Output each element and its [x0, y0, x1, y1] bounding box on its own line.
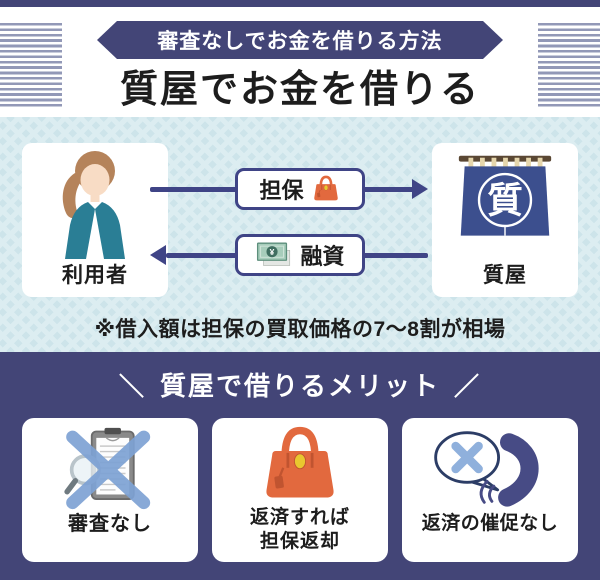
yen-symbol: ¥ — [270, 247, 275, 257]
heading-decor-right: ／ — [454, 372, 482, 401]
market-rate-note: ※借入額は担保の買取価格の7〜8割が相場 — [94, 318, 506, 341]
merits-heading-text: 質屋で借りるメリット — [159, 371, 440, 401]
merit-card-no-screening: 審査なし — [22, 418, 198, 562]
merits-heading: ＼ 質屋で借りるメリット ／ — [0, 352, 600, 403]
pawnshop-card: 質 質屋 — [432, 143, 578, 297]
top-accent-bar — [0, 0, 600, 7]
merit-label-no-calls: 返済の催促なし — [421, 513, 559, 534]
pawnshop-label: 質屋 — [483, 264, 527, 287]
noren-kanji: 質 — [487, 181, 523, 221]
category-badge: 審査なしでお金を借りる方法 — [97, 21, 503, 59]
collateral-return-bag-icon — [266, 426, 334, 498]
category-badge-label: 審査なしでお金を借りる方法 — [157, 30, 443, 53]
heading-decor-left: ＼ — [118, 372, 146, 401]
collateral-label-box: 担保 — [235, 168, 365, 210]
merit-label-no-screening: 審査なし — [68, 513, 152, 535]
stripe-decoration-left — [0, 23, 62, 107]
merits-section: ＼ 質屋で借りるメリット ／ — [0, 352, 600, 580]
no-call-icon — [434, 431, 539, 507]
flow-diagram-section: 利用者 質 質屋 担保 — [0, 117, 600, 352]
user-label: 利用者 — [62, 264, 128, 287]
pawnshop-noren-illustration: 質 — [458, 155, 552, 236]
handbag-icon — [313, 175, 338, 201]
stripe-decoration-right — [538, 23, 600, 107]
page-title: 質屋でお金を借りる — [119, 69, 480, 111]
loan-label: 融資 — [300, 244, 345, 269]
merit-label-collateral-return: 返済すれば 担保返却 — [249, 507, 350, 552]
loan-label-box: ¥ 融資 — [235, 234, 365, 276]
no-screening-icon — [64, 427, 151, 510]
loan-arrow-head — [150, 245, 166, 265]
collateral-label: 担保 — [259, 178, 304, 203]
user-card: 利用者 — [22, 143, 168, 297]
woman-user-illustration — [62, 151, 125, 259]
merit-card-collateral-return: 返済すれば 担保返却 — [212, 418, 388, 562]
merit-card-no-calls: 返済の催促なし — [402, 418, 578, 562]
collateral-arrow-head — [412, 179, 428, 199]
money-icon: ¥ — [257, 242, 291, 266]
